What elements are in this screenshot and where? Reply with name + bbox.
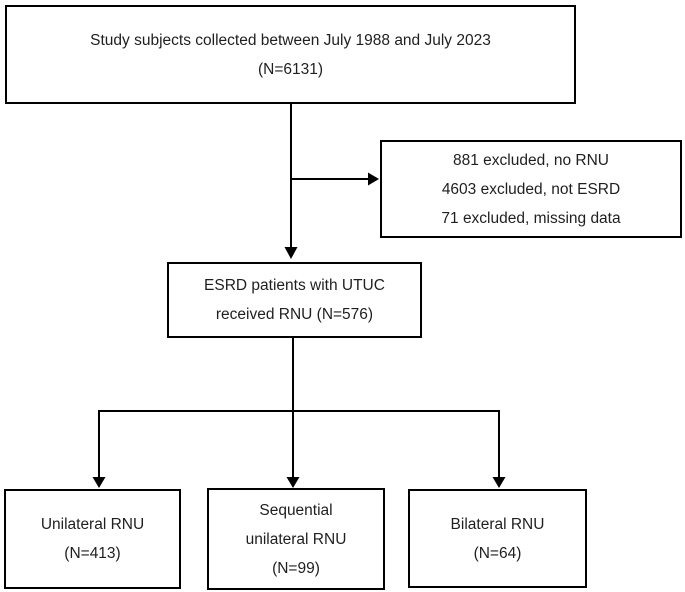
node-unilateral-rnu-line-1: Unilateral RNU xyxy=(40,516,145,533)
node-bilateral-rnu-text: Bilateral RNU (N=64) xyxy=(451,510,545,568)
node-sequential-unilateral-rnu-line-3: (N=99) xyxy=(272,559,320,577)
node-bilateral-rnu-line-1: Bilateral RNU xyxy=(450,515,545,533)
node-esrd-patients-text: ESRD patients with UTUC received RNU (N=… xyxy=(204,271,385,329)
arrowhead-into-excluded-icon xyxy=(368,172,379,186)
arrowhead-into-sequential-icon xyxy=(286,477,300,488)
node-excluded-line-2: 4603 excluded, not ESRD xyxy=(441,180,621,198)
node-sequential-unilateral-rnu-text: Sequential unilateral RNU (N=99) xyxy=(246,496,347,583)
node-study-subjects-line-2: (N=6131) xyxy=(257,60,324,78)
node-unilateral-rnu: Unilateral RNU (N=413) xyxy=(4,489,181,589)
node-excluded: 881 excluded, no RNU 4603 excluded, not … xyxy=(380,140,682,238)
node-study-subjects-line-1: Study subjects collected between July 19… xyxy=(90,31,491,49)
node-esrd-patients-line-1: ESRD patients with UTUC xyxy=(204,277,385,294)
node-study-subjects: Study subjects collected between July 19… xyxy=(5,5,576,104)
node-sequential-unilateral-rnu: Sequential unilateral RNU (N=99) xyxy=(207,488,385,590)
arrowhead-into-esrd-icon xyxy=(284,247,298,259)
node-bilateral-rnu: Bilateral RNU (N=64) xyxy=(408,489,587,588)
node-unilateral-rnu-text: Unilateral RNU (N=413) xyxy=(41,510,144,568)
node-esrd-patients-line-2: received RNU (N=576) xyxy=(215,306,374,323)
node-bilateral-rnu-line-2: (N=64) xyxy=(473,544,522,562)
node-sequential-unilateral-rnu-line-2: unilateral RNU xyxy=(245,530,347,548)
node-sequential-unilateral-rnu-line-1: Sequential xyxy=(259,501,333,519)
arrowhead-into-bilateral-icon xyxy=(492,477,506,488)
node-unilateral-rnu-line-2: (N=413) xyxy=(64,545,121,562)
node-excluded-line-1: 881 excluded, no RNU xyxy=(453,151,609,169)
arrowhead-into-unilateral-icon xyxy=(92,477,106,488)
node-esrd-patients: ESRD patients with UTUC received RNU (N=… xyxy=(167,262,422,338)
node-excluded-text: 881 excluded, no RNU 4603 excluded, not … xyxy=(441,146,620,233)
node-study-subjects-text: Study subjects collected between July 19… xyxy=(90,26,491,84)
node-excluded-line-3: 71 excluded, missing data xyxy=(441,209,621,227)
